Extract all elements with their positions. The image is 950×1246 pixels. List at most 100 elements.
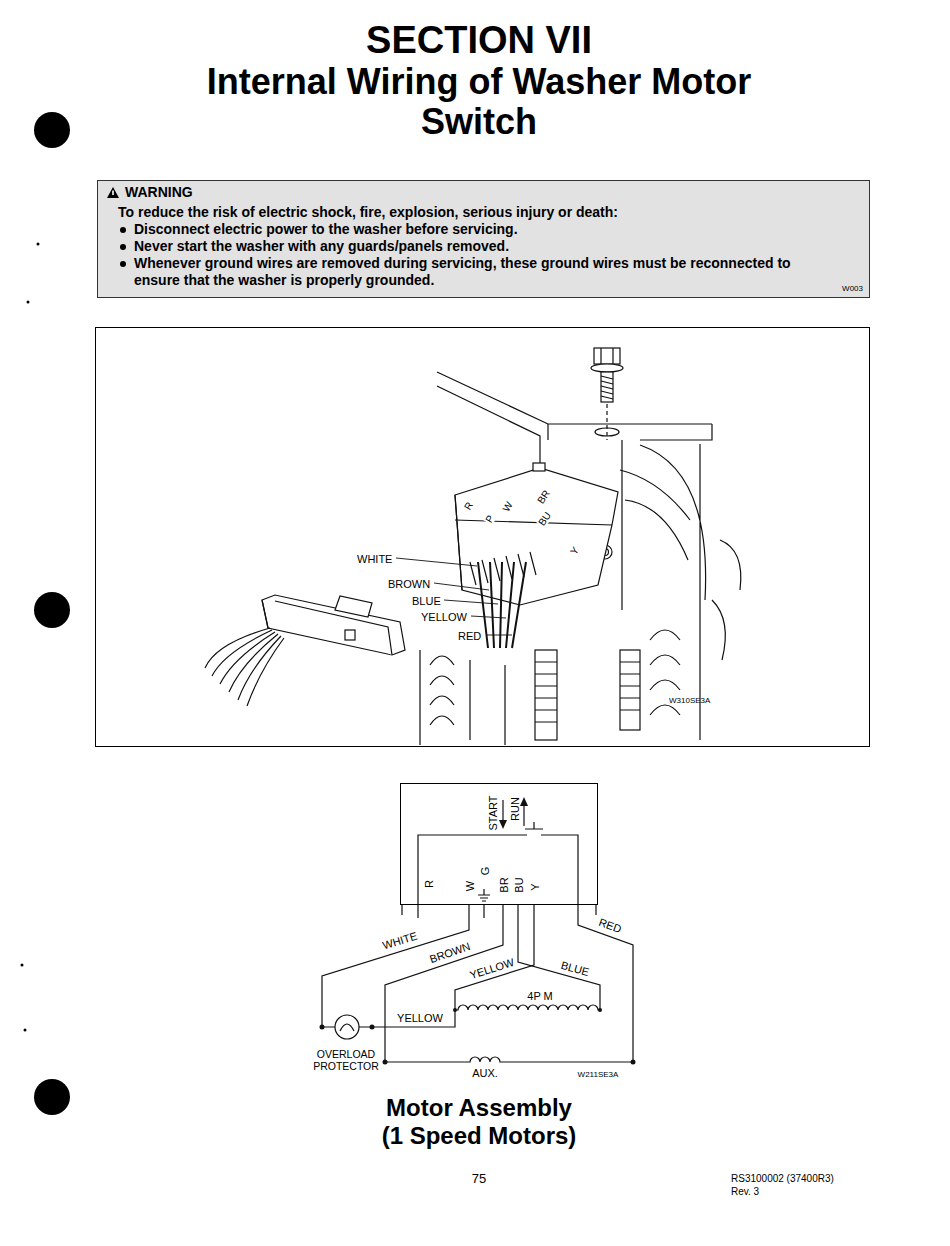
- terminal-letter: R: [424, 880, 435, 888]
- motor-illustration: [594, 348, 620, 364]
- motor-illustration: [606, 404, 607, 440]
- junction-dot: [370, 1025, 375, 1030]
- motor-illustration: [420, 348, 741, 745]
- motor-illustration: [535, 662, 557, 722]
- warning-triangle: [112, 191, 114, 196]
- leader-line: [471, 616, 506, 618]
- junction-dot: [383, 1060, 388, 1065]
- callout-label: BROWN: [387, 579, 431, 590]
- figure-code: W310SE3A: [669, 697, 710, 705]
- motor-wiring: [455, 918, 534, 1010]
- motor-wiring: [322, 918, 469, 1027]
- switch-internal-wiring: [418, 835, 527, 918]
- punch-hole: [21, 964, 24, 967]
- warning-triangle: [107, 187, 119, 198]
- motor-wiring: [455, 1005, 600, 1010]
- junction-dot: [598, 1008, 602, 1012]
- punch-hole: [27, 301, 30, 304]
- motor-wiring: [322, 918, 633, 1062]
- terminal-letter: W: [501, 500, 515, 515]
- terminal-letter: Y: [568, 545, 581, 558]
- warning-text: Disconnect electric power to the washer …: [134, 221, 518, 238]
- leader-line: [444, 600, 498, 604]
- wire-connector: [262, 600, 392, 655]
- wire-label: BLUE: [559, 960, 592, 979]
- warning-box: WARNING To reduce the risk of electric sh…: [97, 180, 870, 298]
- wire-connector: [335, 596, 372, 617]
- switch-state-label: START: [488, 795, 499, 830]
- terminal-letter: BU: [536, 510, 553, 529]
- motor-illustration: [455, 468, 618, 605]
- switch-internal-wiring: [478, 889, 490, 901]
- callout-label: WHITE: [356, 554, 393, 565]
- callout-label: RED: [457, 631, 482, 642]
- punch-hole: [24, 1029, 27, 1032]
- motor-illustration: [535, 650, 557, 740]
- switch-internal-wiring: [402, 905, 596, 915]
- motor-illustration: [478, 562, 526, 648]
- motor-illustration: [622, 440, 706, 740]
- terminal-letter: R: [462, 500, 475, 513]
- callout-label: YELLOW: [420, 612, 468, 623]
- bullet-row: Disconnect electric power to the washer …: [118, 221, 829, 238]
- section-heading: SECTION VII: [366, 21, 592, 59]
- switch-internal-wiring: [502, 800, 503, 822]
- bullet-dot: [120, 244, 126, 250]
- bullet-row: Never start the washer with any guards/p…: [118, 238, 829, 255]
- junction-dot: [631, 1060, 636, 1065]
- warning-header-row: WARNING: [106, 184, 829, 201]
- warning-text: Never start the washer with any guards/p…: [134, 238, 509, 255]
- winding-label: AUX.: [472, 1068, 498, 1079]
- motor-wiring: [340, 1024, 354, 1031]
- wire-label: WHITE: [380, 930, 419, 951]
- terminal-letter: BU: [514, 877, 525, 892]
- motor-wiring: [518, 918, 600, 1010]
- wire-connector: [205, 628, 284, 706]
- arrow-head: [499, 820, 507, 829]
- warning-heading: WARNING: [125, 184, 193, 201]
- leader-line: [486, 635, 512, 636]
- terminal-letter: W: [465, 881, 476, 891]
- motor-illustration: [640, 424, 712, 440]
- motor-illustration: [437, 386, 540, 470]
- warning-code: W003: [842, 285, 863, 293]
- wire-connector: [345, 630, 355, 640]
- motor-illustration: [620, 662, 640, 710]
- terminal-letter: BR: [499, 877, 510, 892]
- wire-label: YELLOW: [396, 1013, 444, 1024]
- warning-text: To reduce the risk of electric shock, fi…: [118, 204, 829, 221]
- motor-illustration: [601, 376, 613, 399]
- document-number: RS3100002 (37400R3): [731, 1174, 834, 1184]
- leader-line: [396, 558, 512, 635]
- terminal-letter: Y: [530, 883, 541, 890]
- winding-label: 4P M: [526, 991, 553, 1002]
- motor-illustration: [601, 372, 613, 402]
- switch-internal-wiring: [541, 835, 578, 918]
- motor-wiring: [385, 918, 633, 1062]
- punch-hole: [34, 592, 70, 628]
- terminal-letter: G: [480, 867, 491, 876]
- bullet-dot: [120, 261, 126, 267]
- punch-hole: [21, 112, 71, 1115]
- motor-illustration: [601, 348, 613, 364]
- motor-illustration: [455, 495, 612, 590]
- page-number: 75: [472, 1172, 486, 1185]
- motor-illustration: [430, 656, 454, 725]
- terminal-letter: P: [484, 513, 497, 526]
- figure-caption: Motor Assembly (1 Speed Motors): [319, 1094, 639, 1150]
- motor-illustration: [591, 364, 623, 372]
- motor-illustration: [620, 650, 640, 730]
- figure-code: W211SE3A: [578, 1071, 619, 1079]
- punch-hole: [37, 243, 40, 246]
- junction-dot: [320, 1025, 325, 1030]
- warning-triangle: [106, 186, 120, 199]
- wire-connector: [262, 595, 405, 655]
- switch-internal-wiring: [469, 905, 534, 918]
- switch-internal-wiring: [402, 800, 596, 918]
- motor-switch-box: STARTRUNRWGBRBUY: [400, 783, 598, 905]
- warning-text: Whenever ground wires are removed during…: [134, 255, 829, 289]
- bullet-dot: [120, 227, 126, 233]
- illustration-frame: WHITEBROWNBLUEYELLOWREDRPWBRBUYW310SE3A: [95, 327, 870, 747]
- motor-illustration: [712, 540, 741, 660]
